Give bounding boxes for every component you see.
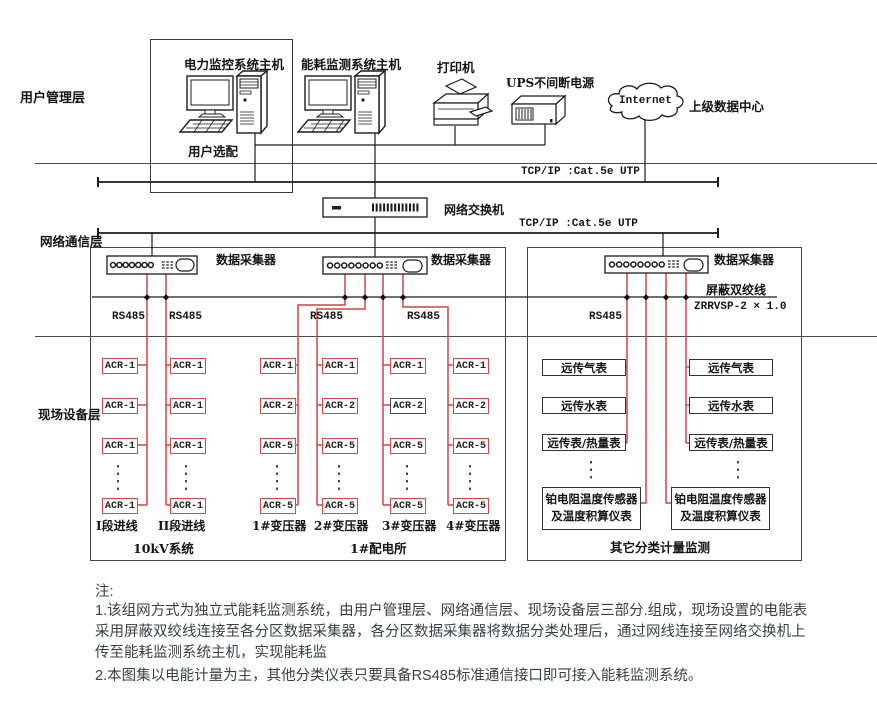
rs485-label-5: RS485 xyxy=(589,311,623,323)
acr-meter: ACR-5 xyxy=(453,438,489,454)
acr-meter: ACR-1 xyxy=(102,358,138,374)
acr-meter: ACR-2 xyxy=(260,398,296,414)
feeder-label-4: 2#变压器 xyxy=(314,519,369,533)
rs485-wiring xyxy=(136,273,689,506)
group-label-substation: 1#配电所 xyxy=(350,541,407,556)
host1-label: 电力监控系统主机 xyxy=(184,57,285,72)
shielded-pair-label: 屏蔽双绞线 xyxy=(706,283,767,297)
ellipsis-dots xyxy=(338,465,340,491)
data-collector-1-icon xyxy=(106,255,198,275)
collector-label-1: 数据采集器 xyxy=(216,253,277,267)
layer-label-field: 现场设备层 xyxy=(38,407,101,422)
notes-title: 注: xyxy=(95,584,114,600)
temp-sensor-line2: 及温度积算仪表 xyxy=(680,509,761,523)
acr-meter: ACR-5 xyxy=(322,498,358,514)
internet-cloud-icon xyxy=(607,82,684,122)
acr-meter: ACR-5 xyxy=(390,438,426,454)
ellipsis-dots xyxy=(406,465,408,491)
ups-icon xyxy=(510,94,567,126)
layer-label-network: 网络通信层 xyxy=(40,234,103,249)
data-collector-3-icon xyxy=(604,255,709,274)
acr-meter: ACR-1 xyxy=(102,398,138,414)
acr-meter: ACR-5 xyxy=(260,498,296,514)
energy-monitor-host-computer-icon xyxy=(296,69,387,135)
tcpip-label-1: TCP/IP :Cat.5e UTP xyxy=(521,166,640,178)
device-connector-lines xyxy=(151,120,664,257)
ellipsis-dots xyxy=(737,461,739,479)
acr-meter: ACR-1 xyxy=(170,438,206,454)
heat-meter-box: 远传表/热量表 xyxy=(689,434,773,451)
acr-meter: ACR-1 xyxy=(102,498,138,514)
printer-label: 打印机 xyxy=(437,60,475,75)
rs485-label-1: RS485 xyxy=(112,311,146,323)
heat-meter-box: 远传表/热量表 xyxy=(542,434,626,451)
ellipsis-dots xyxy=(185,465,187,491)
ups-label: UPS不间断电源 xyxy=(506,76,595,90)
feeder-label-3: 1#变压器 xyxy=(252,519,307,533)
feeder-label-1: I段进线 xyxy=(96,519,138,533)
power-monitor-host-computer-icon xyxy=(178,69,269,135)
left-panel-box xyxy=(90,247,506,561)
note-2: 2.本图集以电能计量为主，其他分类仪表只要具备RS485标准通信接口即可接入能耗… xyxy=(95,668,703,684)
printer-icon xyxy=(432,78,494,126)
switch-label: 网络交换机 xyxy=(444,203,505,217)
acr-meter: ACR-1 xyxy=(322,358,358,374)
feeder-label-6: 4#变压器 xyxy=(446,519,501,533)
acr-meter: ACR-1 xyxy=(260,358,296,374)
user-optional-group-box xyxy=(150,39,293,193)
group-label-10kv: 10kV系统 xyxy=(133,541,194,556)
water-meter-box: 远传水表 xyxy=(542,397,626,414)
rs485-label-3: RS485 xyxy=(310,311,344,323)
collector-label-2: 数据采集器 xyxy=(431,253,492,267)
water-meter-box: 远传水表 xyxy=(689,397,773,414)
ellipsis-dots xyxy=(469,465,471,491)
host2-label: 能耗监测系统主机 xyxy=(301,57,402,72)
acr-meter: ACR-5 xyxy=(390,498,426,514)
acr-meter: ACR-1 xyxy=(170,358,206,374)
other-metering-caption: 其它分类计量监测 xyxy=(610,540,711,555)
data-collector-2-icon xyxy=(322,256,428,275)
temp-sensor-line1: 铂电阻温度传感器 xyxy=(545,492,638,506)
datacenter-label: 上级数据中心 xyxy=(689,99,765,114)
acr-meter: ACR-1 xyxy=(170,498,206,514)
ethernet-bus-lines xyxy=(92,177,777,298)
internet-label: Internet xyxy=(619,95,672,107)
layer-divider-lines xyxy=(35,163,877,337)
rs485-label-2: RS485 xyxy=(169,311,203,323)
rs485-label-4: RS485 xyxy=(407,311,441,323)
acr-meter: ACR-1 xyxy=(170,398,206,414)
acr-meter: ACR-2 xyxy=(390,398,426,414)
right-panel-box xyxy=(527,247,802,561)
ellipsis-dots xyxy=(276,465,278,491)
tcpip-label-2: TCP/IP :Cat.5e UTP xyxy=(519,218,638,230)
feeder-label-5: 3#变压器 xyxy=(382,519,437,533)
acr-meter: ACR-2 xyxy=(453,398,489,414)
temp-sensor-box: 铂电阻温度传感器 及温度积算仪表 xyxy=(671,487,770,530)
acr-meter: ACR-1 xyxy=(453,358,489,374)
feeder-label-2: II段进线 xyxy=(158,519,206,533)
user-optional-label: 用户选配 xyxy=(188,144,239,159)
temp-sensor-line2: 及温度积算仪表 xyxy=(551,509,632,523)
collector-label-3: 数据采集器 xyxy=(714,253,775,267)
ellipsis-dots xyxy=(117,465,119,491)
acr-meter: ACR-1 xyxy=(102,438,138,454)
acr-meter: ACR-5 xyxy=(322,438,358,454)
gas-meter-box: 远传气表 xyxy=(542,359,626,376)
layer-label-user: 用户管理层 xyxy=(20,91,86,106)
cable-model-label: ZRRVSP-2 × 1.0 xyxy=(694,301,787,313)
acr-meter: ACR-5 xyxy=(260,438,296,454)
acr-meter: ACR-5 xyxy=(453,498,489,514)
ellipsis-dots xyxy=(590,461,592,479)
acr-meter: ACR-2 xyxy=(322,398,358,414)
gas-meter-box: 远传气表 xyxy=(689,359,773,376)
network-switch-icon xyxy=(322,197,428,218)
temp-sensor-box: 铂电阻温度传感器 及温度积算仪表 xyxy=(542,487,641,530)
note-1: 1.该组网方式为独立式能耗监测系统，由用户管理层、网络通信层、现场设备层三部分.… xyxy=(95,603,808,661)
temp-sensor-line1: 铂电阻温度传感器 xyxy=(674,492,767,506)
junction-dots xyxy=(143,294,690,301)
acr-meter: ACR-1 xyxy=(390,358,426,374)
